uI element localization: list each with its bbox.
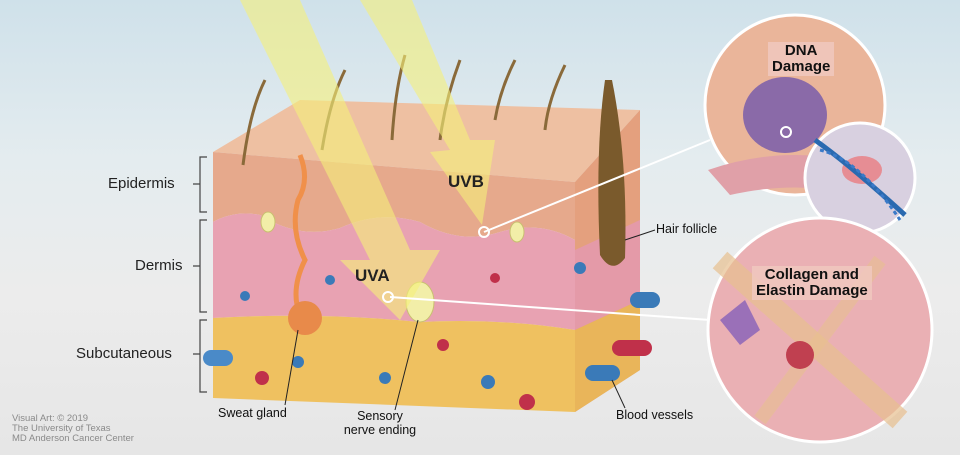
sensory-line1: Sensory — [357, 409, 403, 423]
label-epidermis: Epidermis — [108, 175, 175, 192]
label-hair-follicle: Hair follicle — [656, 222, 718, 236]
sweat-gland — [288, 301, 322, 335]
layer-brackets — [193, 156, 207, 393]
skin-block — [203, 54, 660, 412]
sweat-gland-duct — [292, 154, 308, 316]
collagen-title-line1: Collagen and — [764, 266, 859, 283]
cell-nucleus — [743, 77, 827, 153]
dna-damage-title: DNA Damage — [768, 42, 835, 76]
credit-line1: Visual Art: © 2019 — [12, 413, 89, 424]
collagen-title-line2: Elastin Damage — [756, 282, 868, 299]
collagen-damage-title: Collagen and Elastin Damage — [752, 266, 872, 300]
label-dermis: Dermis — [135, 257, 183, 274]
collagen-elastin-inset — [706, 216, 934, 444]
label-sensory-nerve: Sensory nerve ending — [325, 409, 435, 437]
label-pointers — [284, 229, 656, 411]
label-blood-vessels: Blood vessels — [616, 408, 694, 422]
uvb-beam — [360, 0, 495, 225]
sensory-line2: nerve ending — [343, 423, 417, 437]
label-uvb: UVB — [448, 172, 484, 191]
hair-follicle — [598, 80, 626, 266]
dna-damage-inset — [703, 13, 917, 235]
dna-title-line2: Damage — [772, 58, 831, 75]
label-uva: UVA — [355, 266, 390, 285]
credit: Visual Art: © 2019 The University of Tex… — [12, 414, 134, 444]
label-subcutaneous: Subcutaneous — [76, 345, 172, 362]
label-sweat-gland: Sweat gland — [218, 406, 287, 420]
dna-title-line1: DNA — [784, 42, 818, 59]
uva-beam — [240, 0, 440, 320]
credit-line2: The University of Texas — [12, 423, 111, 434]
credit-line3: MD Anderson Cancer Center — [12, 433, 134, 444]
blood-vessels — [203, 262, 660, 410]
